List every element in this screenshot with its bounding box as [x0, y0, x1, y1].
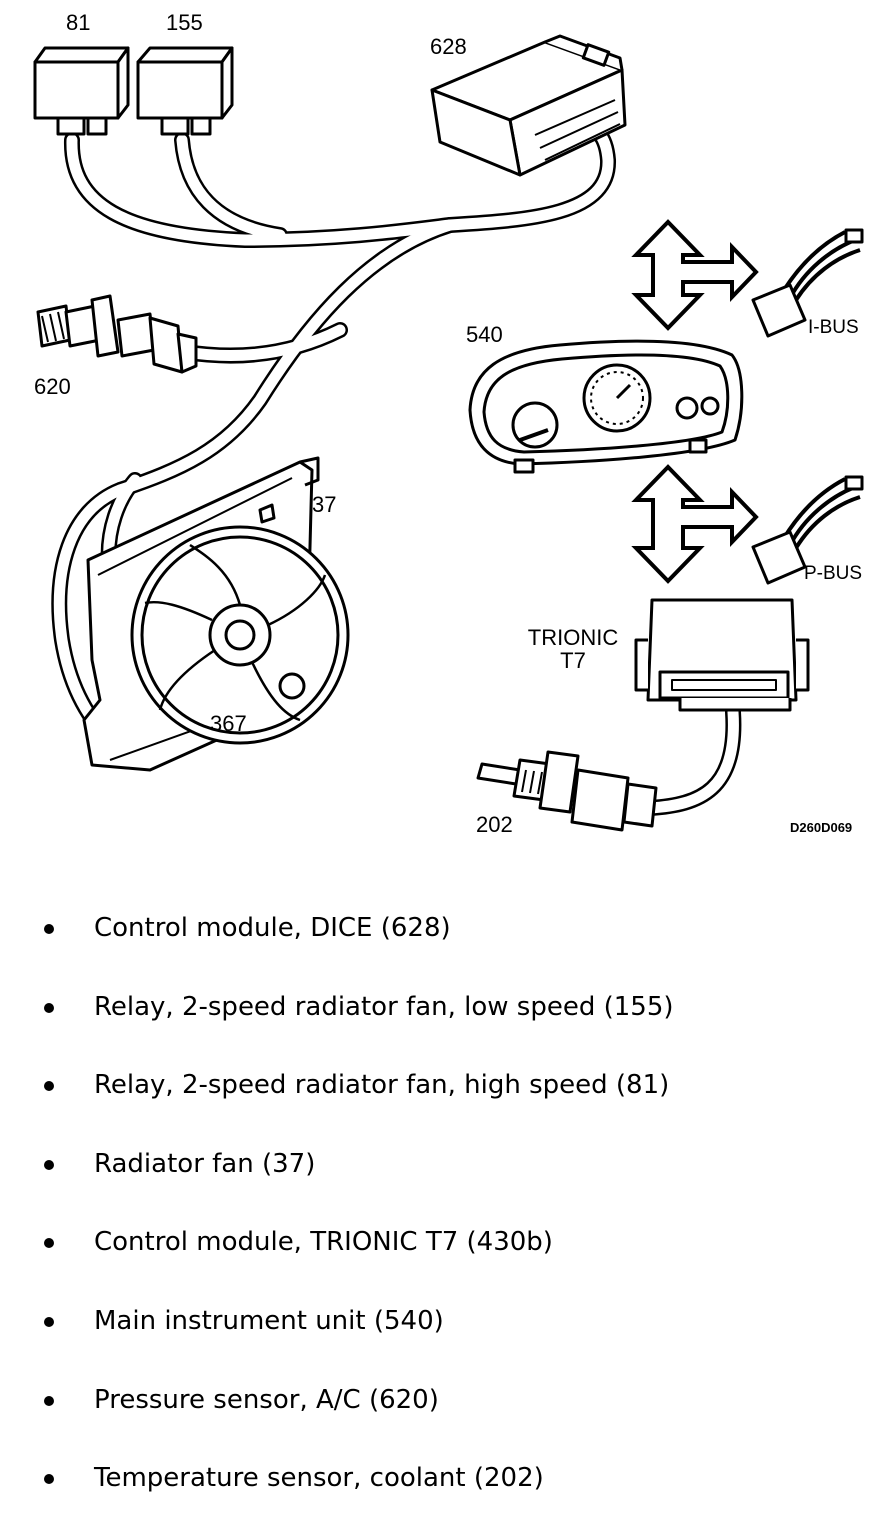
component-legend: Control module, DICE (628) Relay, 2-spee…: [0, 888, 896, 1517]
pressure-sensor-drawing: [36, 294, 198, 374]
legend-item: Temperature sensor, coolant (202): [0, 1438, 896, 1517]
ibus-arrow-drawing: [631, 219, 759, 331]
label-dice-628: 628: [430, 34, 467, 59]
label-temp-202: 202: [476, 812, 513, 837]
legend-item-label: Relay, 2-speed radiator fan, high speed …: [94, 1070, 670, 1101]
legend-item: Main instrument unit (540): [0, 1281, 896, 1360]
legend-item-label: Main instrument unit (540): [94, 1305, 444, 1336]
relay-81-drawing: [33, 46, 130, 136]
legend-item-label: Temperature sensor, coolant (202): [94, 1463, 544, 1494]
legend-item: Control module, DICE (628): [0, 888, 896, 967]
label-fan-motor-367: 367: [210, 711, 247, 736]
bullet-icon: [44, 1081, 54, 1092]
legend-item: Relay, 2-speed radiator fan, high speed …: [0, 1045, 896, 1124]
legend-item-label: Control module, TRIONIC T7 (430b): [94, 1227, 553, 1258]
legend-item: Radiator fan (37): [0, 1124, 896, 1203]
label-fan-37: 37: [312, 492, 336, 517]
label-figure-code: D260D069: [790, 820, 852, 835]
bullet-icon: [44, 1316, 54, 1327]
label-ibus: I-BUS: [808, 317, 859, 338]
legend-item-label: Relay, 2-speed radiator fan, low speed (…: [94, 991, 674, 1022]
temp-sensor-drawing: [476, 750, 658, 832]
legend-item: Relay, 2-speed radiator fan, low speed (…: [0, 967, 896, 1046]
bullet-icon: [44, 1474, 54, 1485]
bullet-icon: [44, 1159, 54, 1170]
instrument-unit-drawing: [468, 339, 744, 474]
bullet-icon: [44, 1002, 54, 1013]
label-trionic-t7: T7: [560, 648, 586, 673]
label-pbus: P-BUS: [804, 563, 862, 584]
legend-item-label: Radiator fan (37): [94, 1148, 316, 1179]
legend-item-label: Pressure sensor, A/C (620): [94, 1384, 439, 1415]
pbus-connector-drawing: [751, 475, 864, 585]
label-instrument-540: 540: [466, 322, 503, 347]
legend-item-label: Control module, DICE (628): [94, 913, 451, 943]
ibus-connector-drawing: [751, 228, 864, 338]
legend-item: Control module, TRIONIC T7 (430b): [0, 1202, 896, 1281]
bullet-icon: [44, 1395, 54, 1406]
bullet-icon: [44, 924, 54, 934]
label-relay-81: 81: [66, 10, 90, 35]
wiring-diagram: 81 155 628 540 620 37 367 202 TRIONIC T7…: [33, 10, 864, 837]
label-trionic: TRIONIC: [528, 625, 619, 650]
bullet-icon: [44, 1238, 54, 1249]
trionic-module-drawing: [634, 598, 810, 712]
label-pressure-620: 620: [34, 374, 71, 399]
pbus-arrow-drawing: [631, 464, 759, 584]
label-relay-155: 155: [166, 10, 203, 35]
radiator-fan-drawing: [82, 456, 350, 772]
relay-155-drawing: [136, 46, 234, 136]
legend-item: Pressure sensor, A/C (620): [0, 1360, 896, 1439]
dice-module-drawing: [430, 34, 627, 177]
